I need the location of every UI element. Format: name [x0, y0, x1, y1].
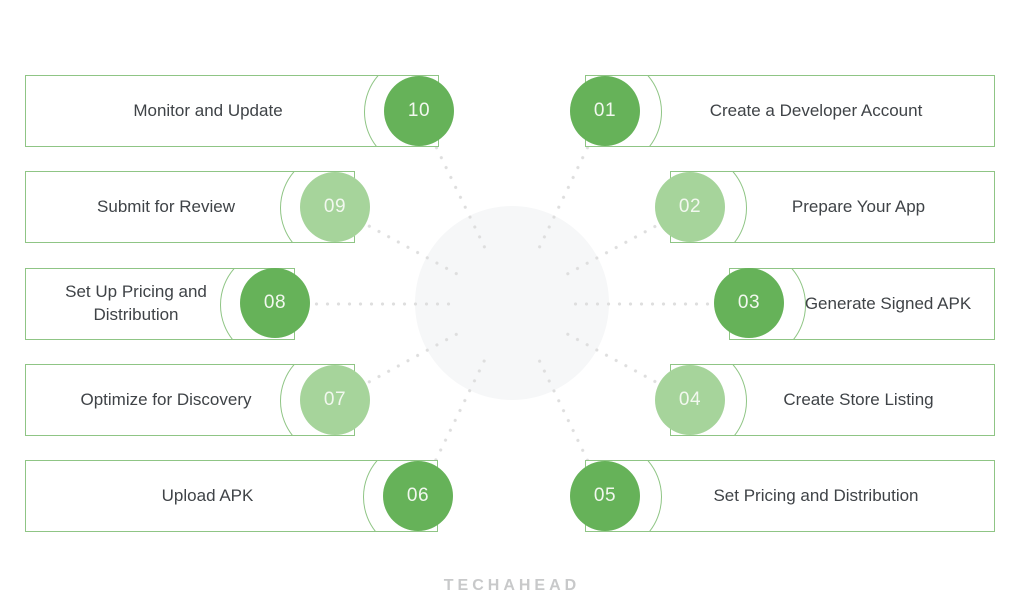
step-box: Set Up Pricing and Distribution — [25, 268, 295, 340]
brand-logo: TECHAHEAD — [443, 577, 581, 594]
step-label: Upload APK — [161, 485, 254, 505]
step-box: Prepare Your App — [670, 171, 995, 243]
notch-arc — [586, 461, 662, 531]
dotted-connector-line — [275, 301, 454, 306]
notch-arc — [671, 172, 747, 242]
step-label: Create Store Listing — [783, 389, 934, 409]
step-label: Generate Signed APK — [804, 293, 972, 313]
step-label: Prepare Your App — [791, 196, 926, 216]
step-label: Optimize for Discovery — [80, 389, 252, 409]
step-box: Monitor and Update — [25, 75, 439, 147]
step-box: Create a Developer Account — [585, 75, 995, 147]
step-label: Submit for Review — [97, 196, 235, 216]
step-box: Create Store Listing — [670, 364, 995, 436]
step-box: Set Pricing and Distribution — [585, 460, 995, 532]
notch-arc — [280, 365, 354, 435]
step-box: Upload APK — [25, 460, 438, 532]
step-label: Set Pricing and Distribution — [713, 485, 919, 505]
step-box: Submit for Review — [25, 171, 355, 243]
dotted-connector-line — [570, 301, 749, 306]
notch-arc — [671, 365, 747, 435]
notch-arc — [363, 461, 437, 531]
step-label: Set Up Pricing and Distribution — [65, 282, 207, 324]
notch-arc — [586, 76, 662, 146]
step-box: Optimize for Discovery — [25, 364, 355, 436]
step-box: Generate Signed APK — [729, 268, 995, 340]
notch-arc — [280, 172, 354, 242]
step-label: Create a Developer Account — [709, 100, 923, 120]
step-label: Monitor and Update — [133, 100, 283, 120]
